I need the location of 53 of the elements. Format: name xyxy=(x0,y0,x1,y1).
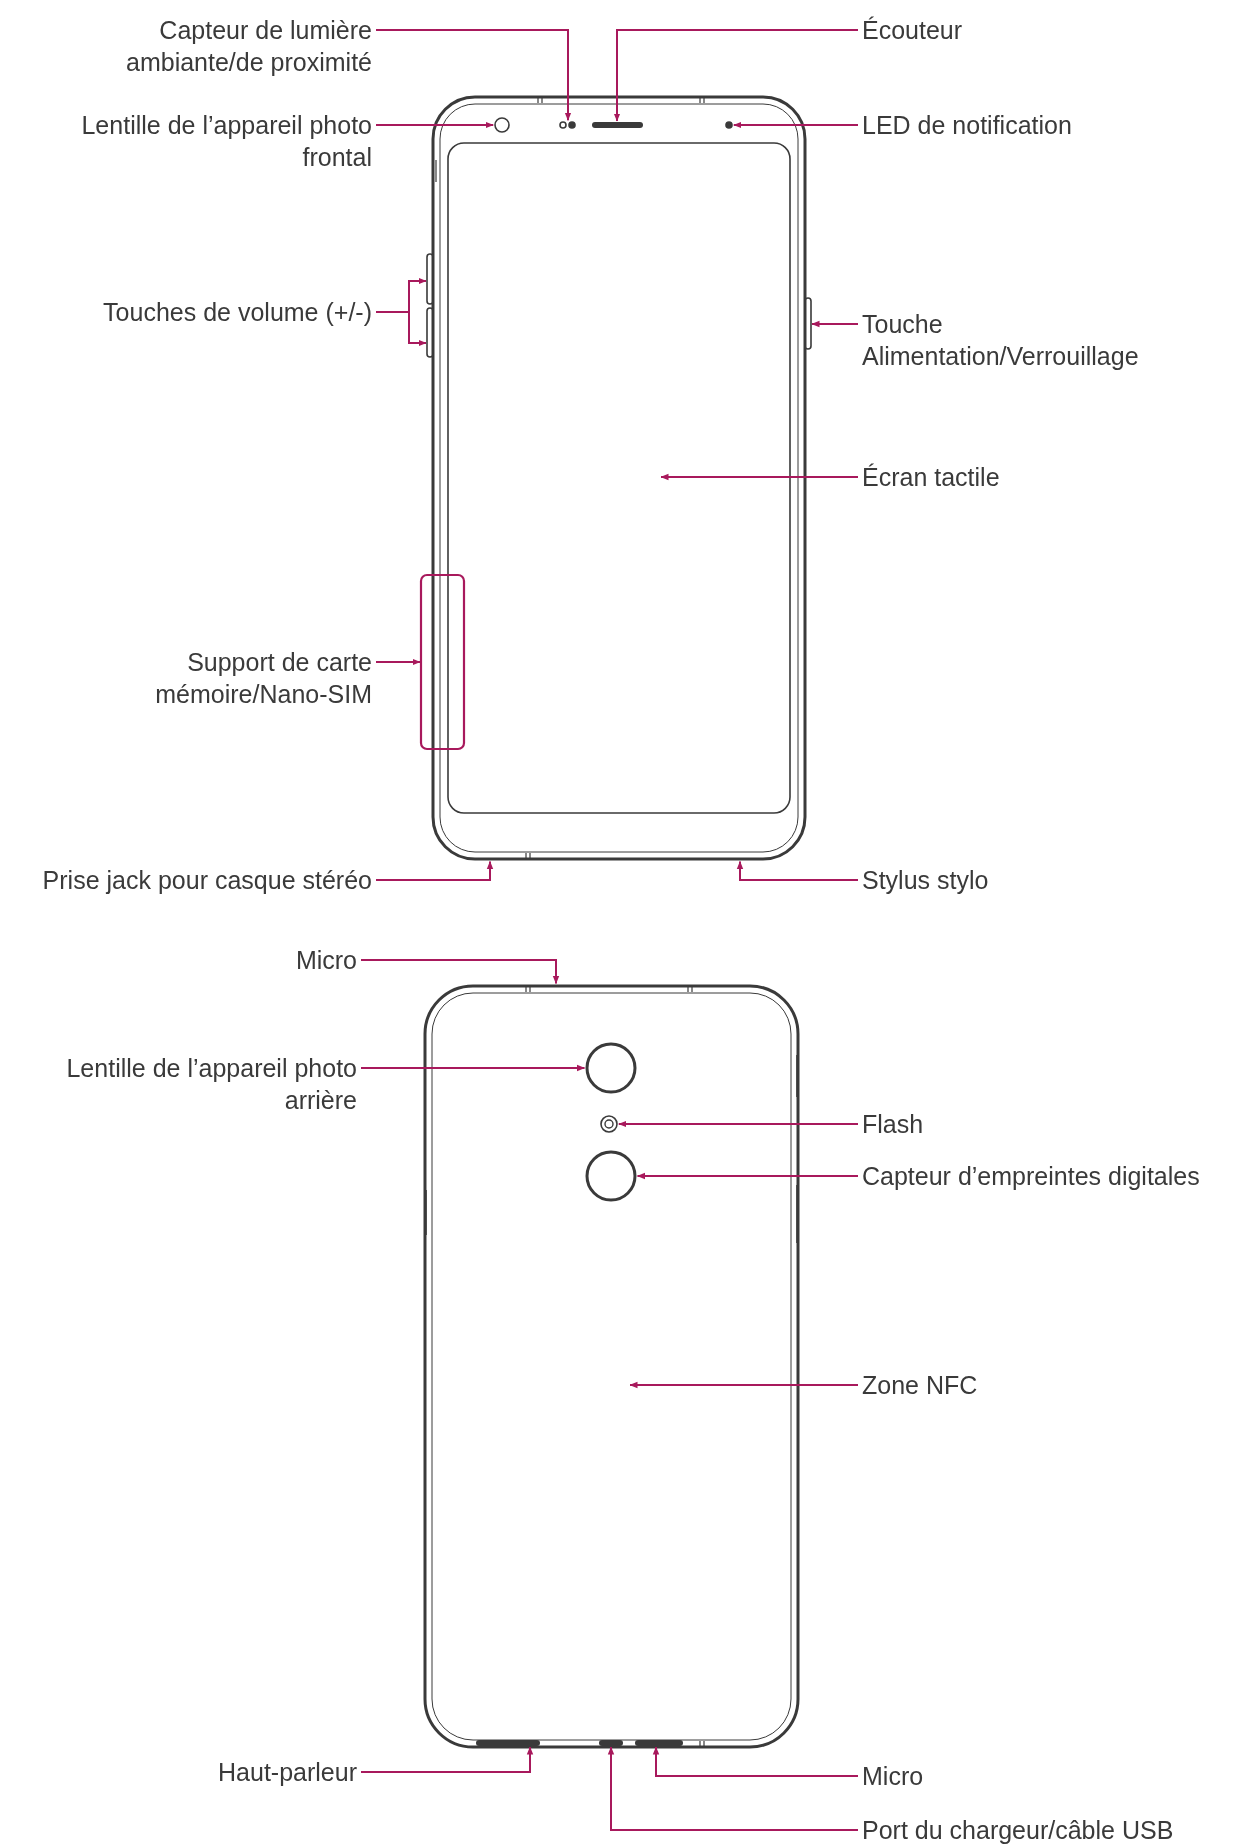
leader-line xyxy=(652,1746,859,1777)
mic-slot xyxy=(635,1740,683,1746)
sim-tray-highlight xyxy=(419,573,466,751)
leader-line xyxy=(375,311,427,347)
leader-line xyxy=(732,121,859,129)
leader-line xyxy=(375,121,495,129)
part-label: Prise jack pour casque stéréo xyxy=(42,864,372,896)
part-label: Touche Alimentation/Verrouillage xyxy=(862,308,1162,372)
led-dot xyxy=(725,121,733,129)
part-label: Micro xyxy=(862,1760,924,1792)
part-label: Zone NFC xyxy=(862,1369,978,1401)
leader-line xyxy=(375,29,572,122)
leader-line xyxy=(736,860,859,881)
fingerprint-ring xyxy=(585,1150,637,1202)
leader-line xyxy=(629,1381,859,1389)
phone-outline xyxy=(431,95,807,861)
leader-line xyxy=(613,29,859,122)
part-label: Capteur de lumière ambiante/de proximité xyxy=(110,14,372,78)
flash-ring xyxy=(600,1115,618,1133)
volume-button xyxy=(426,307,434,358)
part-label: LED de notification xyxy=(862,109,1072,141)
part-label: Haut-parleur xyxy=(218,1756,357,1788)
phone-outline xyxy=(423,984,800,1749)
leader-line xyxy=(660,473,859,481)
leader-line xyxy=(375,860,494,881)
leader-line xyxy=(617,1120,859,1128)
camera-circle xyxy=(494,117,510,133)
part-label: Stylus stylo xyxy=(862,864,989,896)
sensor-dots xyxy=(559,121,576,129)
earpiece-slot xyxy=(592,122,643,128)
volume-button xyxy=(426,253,434,305)
part-label: Touches de volume (+/-) xyxy=(103,296,372,328)
part-label: Port du chargeur/câble USB xyxy=(862,1814,1174,1846)
part-label: Micro xyxy=(295,944,357,976)
leader-line xyxy=(811,320,859,328)
leader-line xyxy=(360,1064,586,1072)
leader-line xyxy=(636,1172,859,1180)
part-label: Écran tactile xyxy=(862,461,1000,493)
usb-port-slot xyxy=(599,1740,623,1746)
speaker-grille xyxy=(476,1740,540,1746)
part-label: Capteur d’empreintes digitales xyxy=(862,1160,1200,1192)
leader-line xyxy=(375,658,421,666)
power-button xyxy=(804,297,812,350)
camera-lens-ring xyxy=(585,1042,637,1094)
leader-line xyxy=(607,1746,859,1831)
leader-line xyxy=(360,1746,534,1773)
part-label: Flash xyxy=(862,1108,924,1140)
part-label: Lentille de l’appareil photo frontal xyxy=(60,109,372,173)
part-label: Lentille de l’appareil photo arrière xyxy=(45,1052,357,1116)
part-label: Support de carte mémoire/Nano-SIM xyxy=(110,646,372,710)
leader-line xyxy=(360,959,560,985)
part-label: Écouteur xyxy=(862,14,963,46)
screen-panel xyxy=(447,142,791,814)
